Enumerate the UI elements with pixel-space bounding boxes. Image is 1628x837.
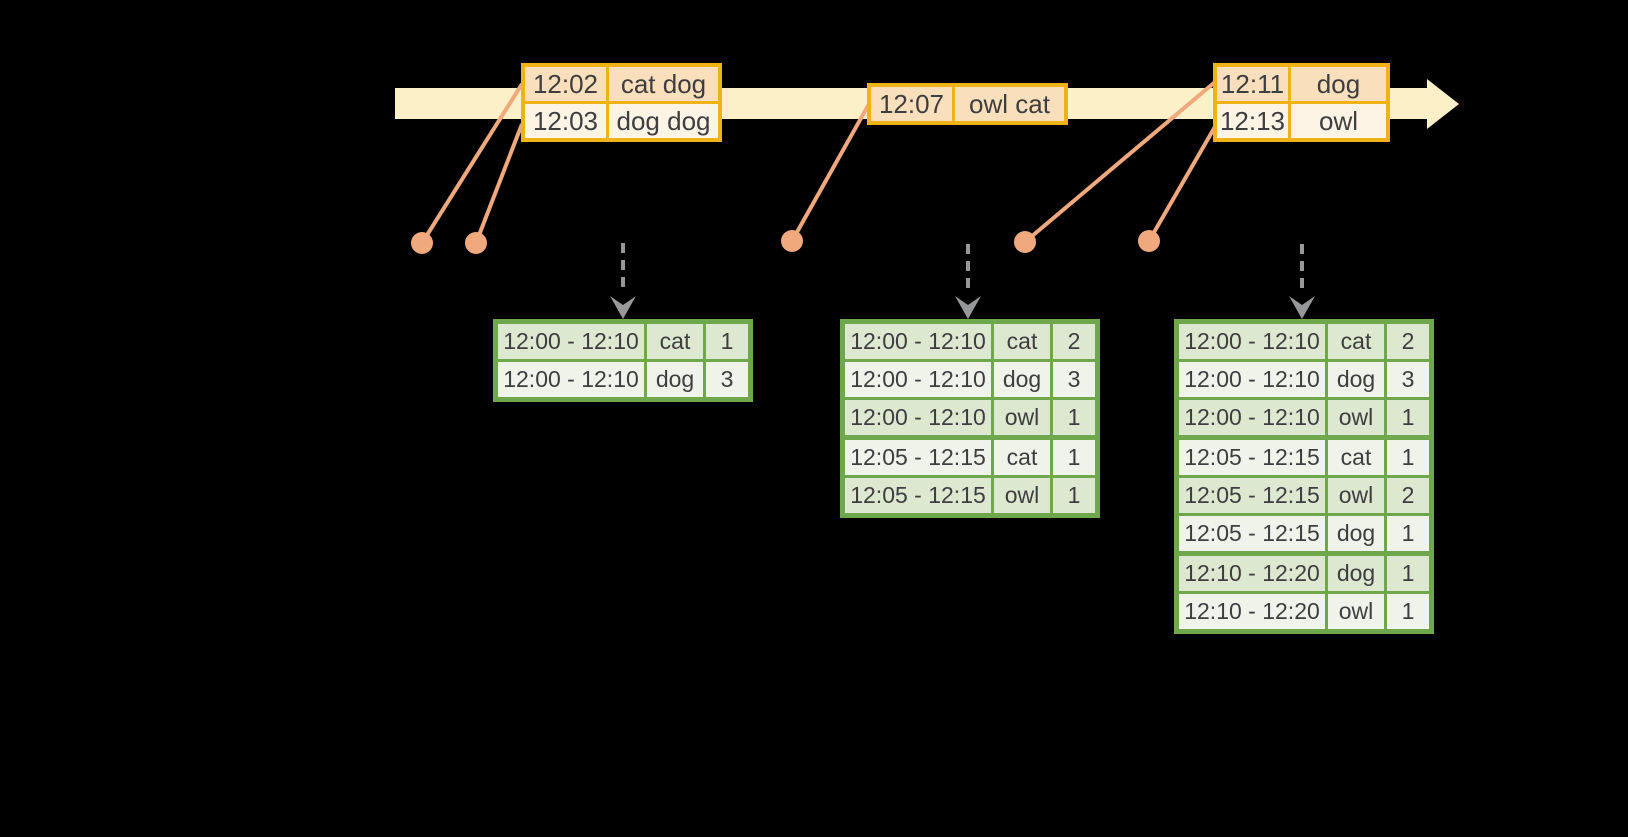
event-dot <box>465 232 487 254</box>
words-cell: cat dog <box>606 67 718 101</box>
event-dot <box>781 230 803 252</box>
event-connector-line <box>1023 80 1217 244</box>
window-cell: 12:10 - 12:20 <box>1184 598 1320 624</box>
count-cell: 1 <box>1050 440 1095 475</box>
count-cell: 2 <box>1384 478 1429 513</box>
word-cell: owl <box>991 400 1050 435</box>
window-cell: 12:10 - 12:20 <box>1184 560 1320 586</box>
event-connector-line <box>474 123 524 244</box>
trigger-arrow-head <box>955 296 981 319</box>
window-cell: 12:05 - 12:15 <box>1184 482 1320 508</box>
count-cell: 3 <box>1050 362 1095 397</box>
window-cell: 12:00 - 12:10 <box>850 404 986 430</box>
words-cell: owl <box>1288 104 1386 138</box>
window-cell: 12:00 - 12:10 <box>1184 328 1320 354</box>
count-cell: 1 <box>1384 516 1429 551</box>
time-cell: 12:13 <box>1219 106 1286 136</box>
time-cell: 12:07 <box>878 89 945 119</box>
words-cell: owl cat <box>952 87 1064 121</box>
word-cell: cat <box>991 440 1050 475</box>
word-cell: owl <box>991 478 1050 513</box>
word-cell: cat <box>991 324 1050 359</box>
word-cell: dog <box>1325 362 1384 397</box>
window-cell: 12:00 - 12:10 <box>1184 404 1320 430</box>
event-dot <box>1138 230 1160 252</box>
count-cell: 1 <box>1384 400 1429 435</box>
time-cell: 12:11 <box>1220 69 1285 99</box>
word-cell: dog <box>1325 516 1384 551</box>
words-cell: dog dog <box>606 104 718 138</box>
count-cell: 3 <box>1384 362 1429 397</box>
window-cell: 12:00 - 12:10 <box>503 328 639 354</box>
word-cell: dog <box>644 362 703 397</box>
trigger-arrow-head <box>610 296 636 319</box>
words-cell: dog <box>1288 67 1386 101</box>
word-cell: owl <box>1325 478 1384 513</box>
event-time-axis-arrowhead <box>1427 79 1459 129</box>
event-connector-line <box>420 82 524 245</box>
window-cell: 12:00 - 12:10 <box>1184 366 1320 392</box>
count-cell: 1 <box>1384 440 1429 475</box>
count-cell: 1 <box>1384 594 1429 629</box>
window-cell: 12:05 - 12:15 <box>1184 444 1320 470</box>
count-cell: 2 <box>1050 324 1095 359</box>
word-cell: cat <box>644 324 703 359</box>
event-dot <box>411 232 433 254</box>
event-dot <box>1014 231 1036 253</box>
window-cell: 12:00 - 12:10 <box>503 366 639 392</box>
count-cell: 1 <box>1384 556 1429 591</box>
word-cell: owl <box>1325 400 1384 435</box>
count-cell: 1 <box>1050 400 1095 435</box>
time-cell: 12:03 <box>532 106 599 136</box>
word-cell: dog <box>991 362 1050 397</box>
window-cell: 12:05 - 12:15 <box>1184 520 1320 546</box>
count-cell: 1 <box>703 324 748 359</box>
window-cell: 12:05 - 12:15 <box>850 444 986 470</box>
word-cell: cat <box>1325 324 1384 359</box>
time-cell: 12:02 <box>532 69 599 99</box>
count-cell: 3 <box>703 362 748 397</box>
word-cell: dog <box>1325 556 1384 591</box>
window-cell: 12:05 - 12:15 <box>850 482 986 508</box>
count-cell: 1 <box>1050 478 1095 513</box>
word-cell: cat <box>1325 440 1384 475</box>
count-cell: 2 <box>1384 324 1429 359</box>
word-cell: owl <box>1325 594 1384 629</box>
event-connector-line <box>790 103 871 242</box>
event-connector-line <box>1147 123 1218 243</box>
window-cell: 12:00 - 12:10 <box>850 366 986 392</box>
window-cell: 12:00 - 12:10 <box>850 328 986 354</box>
trigger-arrow-head <box>1289 296 1315 319</box>
